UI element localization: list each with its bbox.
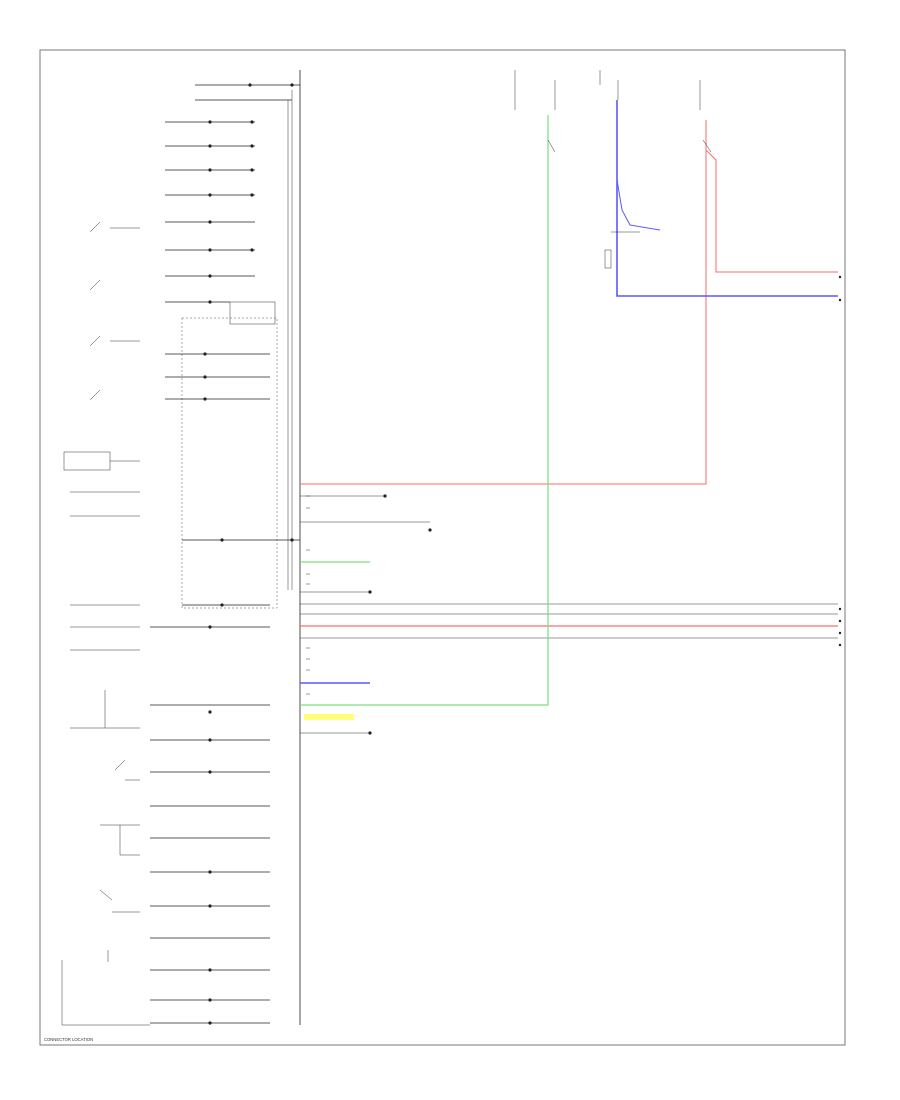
- top-right-modules: [514, 70, 712, 269]
- meter-control-box: [229, 301, 276, 325]
- indicator-block: [63, 451, 111, 471]
- red-wire-upper: [300, 120, 707, 485]
- blue-wire-branch: [616, 179, 661, 231]
- internal-circuits: [150, 83, 300, 1025]
- blue-wire-right: [616, 100, 838, 297]
- gauge-unit-box: [181, 317, 278, 609]
- right-terminals: [838, 275, 842, 647]
- footer-label: CONNECTOR LOCATION: [44, 1037, 93, 1042]
- diagram-frame: [39, 49, 846, 1046]
- left-gauges: [61, 221, 150, 1026]
- connector-pin-stubs: [300, 494, 838, 735]
- green-wire-long: [300, 115, 549, 706]
- colored-wires: [300, 100, 838, 720]
- red-wire-right: [705, 149, 838, 273]
- yellow-wire-highlight: [304, 714, 354, 720]
- pin-ticks: [306, 495, 310, 695]
